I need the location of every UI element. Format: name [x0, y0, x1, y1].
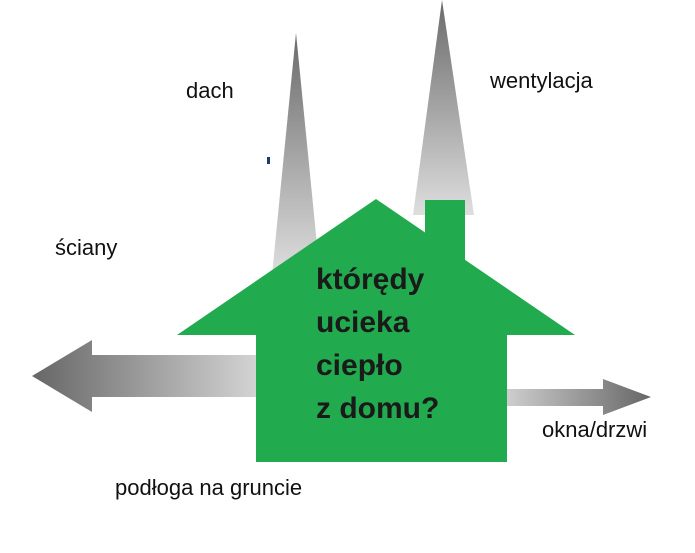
roof-loss-arrow — [272, 33, 320, 275]
question-line-3: ciepło — [316, 349, 403, 382]
label-windows-doors: okna/drzwi — [542, 417, 648, 442]
label-ventilation: wentylacja — [490, 68, 593, 93]
label-floor: podłoga na gruncie — [115, 475, 303, 500]
question-line-2: ucieka — [316, 306, 410, 339]
walls-loss-arrow — [32, 340, 258, 412]
question-line-1: którędy — [316, 263, 425, 296]
house-question: którędy ucieka ciepło z domu? — [316, 258, 439, 430]
label-walls: ściany — [55, 235, 118, 260]
windows-loss-arrow — [505, 379, 651, 415]
label-roof: dach — [186, 78, 234, 103]
ventilation-loss-arrow — [413, 0, 474, 215]
stray-mark — [267, 157, 270, 164]
question-line-4: z domu? — [316, 392, 440, 425]
house-shape — [177, 199, 575, 462]
